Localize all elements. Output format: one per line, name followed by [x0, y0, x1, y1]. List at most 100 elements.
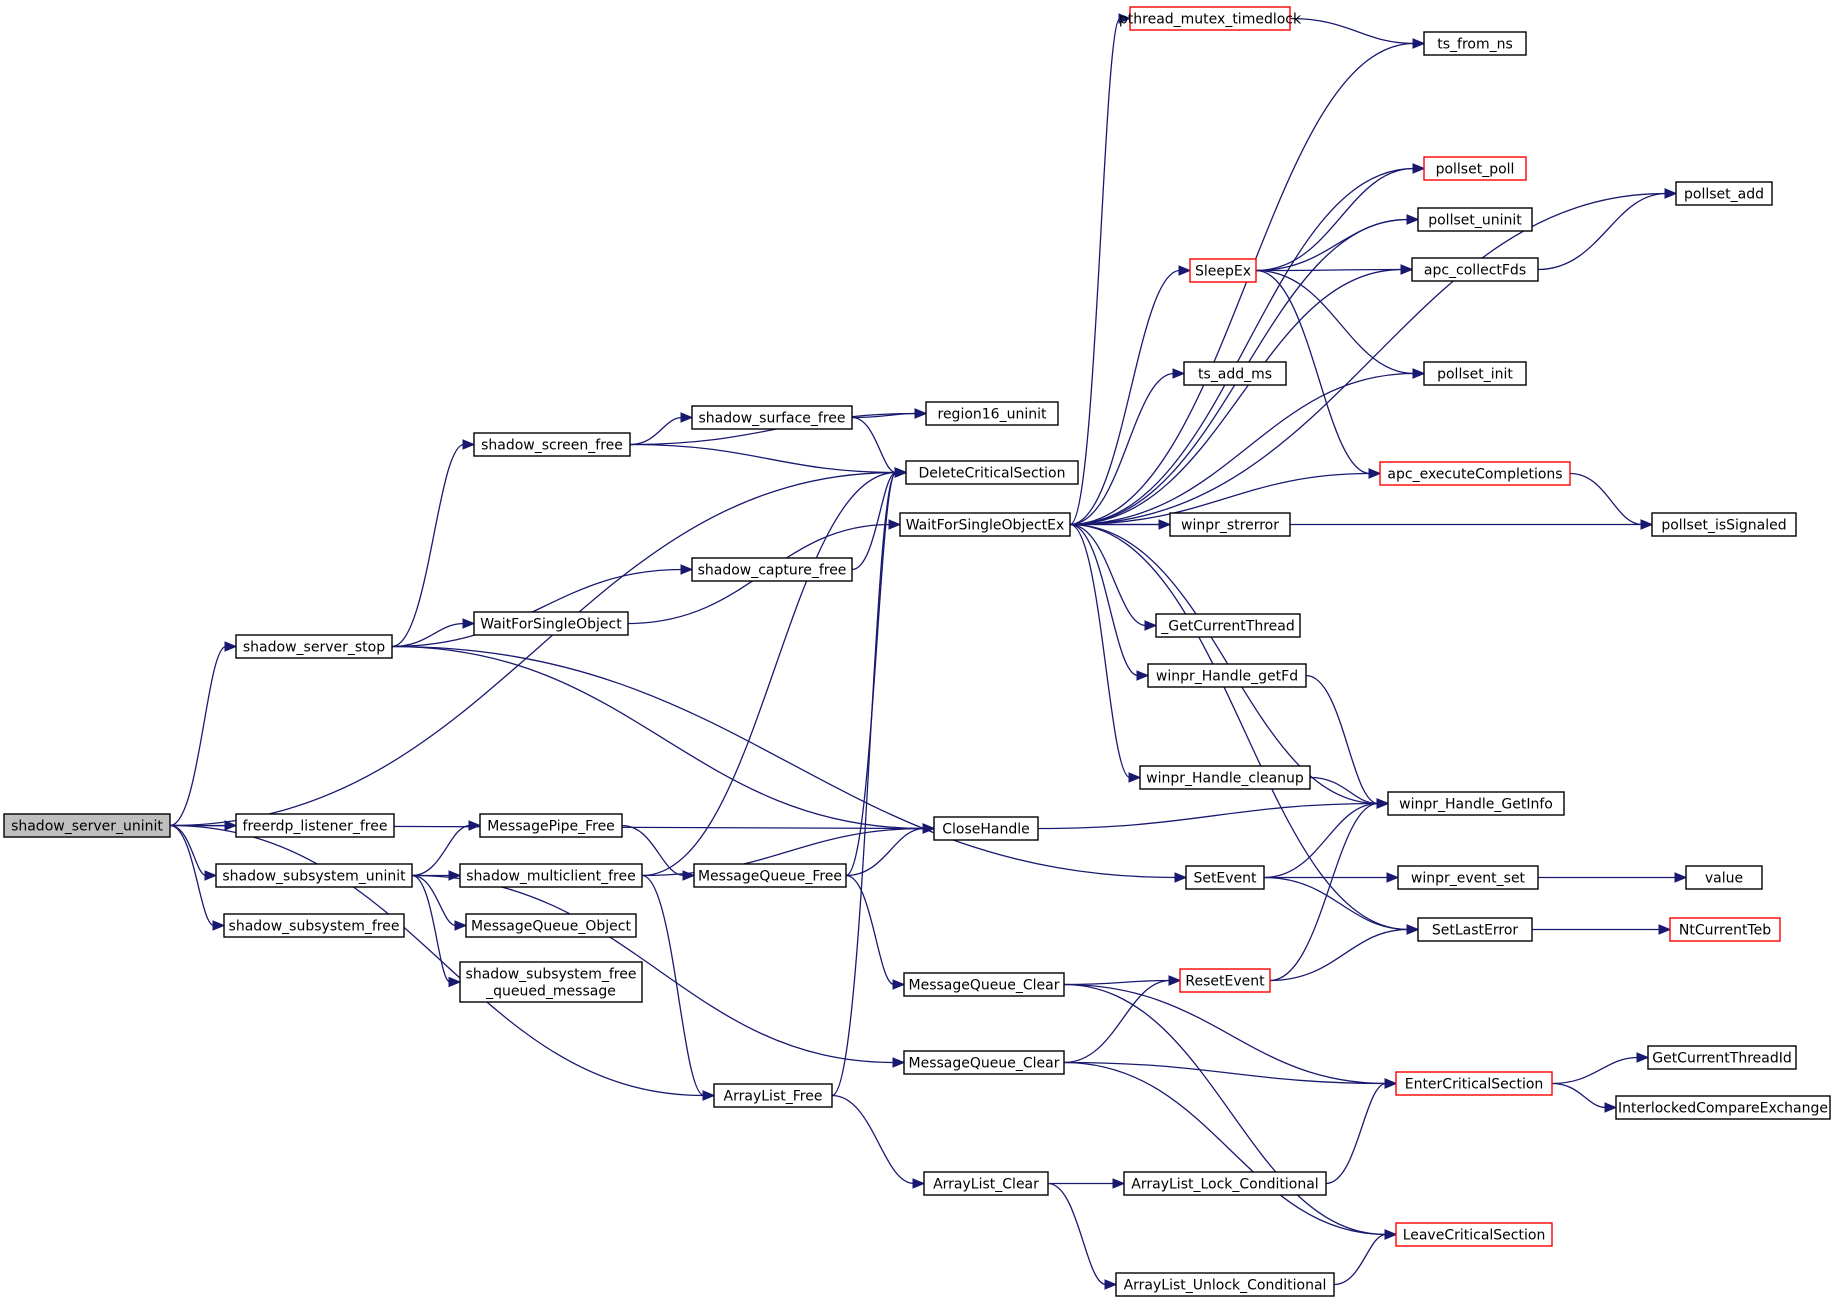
edge-shadow-server-stop-to-shadow-capture-free	[391, 564, 694, 648]
edge-shadow-capture-free-to-delete-critical-section	[851, 467, 908, 571]
edge-shadow-surface-free-to-delete-critical-section	[851, 416, 908, 478]
node-message-queue-clear-1[interactable]: MessageQueue_Clear	[903, 972, 1065, 997]
node-label: shadow_multiclient_free	[466, 869, 635, 885]
edge-pthread-mutex-timedlock-to-ts-from-ns	[1289, 17, 1426, 49]
node-freerdp-listener-free[interactable]: freerdp_listener_free	[235, 813, 395, 838]
node-label: pollset_add	[1684, 187, 1764, 203]
node-array-list-lock-conditional[interactable]: ArrayList_Lock_Conditional	[1123, 1171, 1327, 1196]
edge-wait-for-single-object-ex-to-winpr-handle-cleanup	[1069, 523, 1142, 783]
node-ts-from-ns[interactable]: ts_from_ns	[1423, 31, 1527, 56]
node-message-queue-clear-2[interactable]: MessageQueue_Clear	[903, 1050, 1065, 1075]
node-apc-collect-fds[interactable]: apc_collectFds	[1411, 257, 1539, 282]
node-shadow-screen-free[interactable]: shadow_screen_free	[473, 432, 631, 457]
node-pollset-init[interactable]: pollset_init	[1423, 361, 1527, 386]
node-label: shadow_subsystem_free_queued_message	[466, 967, 637, 1000]
edge-shadow-subsystem-uninit-to-message-pipe-free	[411, 820, 482, 877]
node-array-list-unlock-conditional[interactable]: ArrayList_Unlock_Conditional	[1115, 1272, 1335, 1297]
node-array-list-clear[interactable]: ArrayList_Clear	[923, 1171, 1049, 1196]
node-label: WaitForSingleObjectEx	[906, 518, 1065, 534]
node-label: EnterCriticalSection	[1405, 1077, 1544, 1093]
edge-shadow-server-stop-to-set-event	[391, 645, 1188, 883]
node-array-list-free[interactable]: ArrayList_Free	[713, 1083, 833, 1108]
edge-array-list-unlock-conditional-to-leave-critical-section	[1333, 1229, 1398, 1286]
edge-message-queue-clear-2-to-enter-critical-section	[1063, 1061, 1398, 1089]
edge-message-queue-clear-1-to-reset-event	[1063, 975, 1182, 986]
node-shadow-server-uninit[interactable]: shadow_server_uninit	[3, 813, 171, 838]
node-winpr-event-set[interactable]: winpr_event_set	[1397, 865, 1539, 890]
edge-shadow-surface-free-to-region16-uninit	[851, 408, 928, 419]
node-label: winpr_Handle_getFd	[1156, 669, 1298, 685]
edge-message-queue-clear-1-to-enter-critical-section	[1063, 983, 1398, 1089]
node-label: winpr_strerror	[1181, 518, 1279, 534]
edge-message-queue-clear-2-to-reset-event	[1063, 975, 1182, 1064]
node-shadow-subsystem-free[interactable]: shadow_subsystem_free	[223, 913, 405, 938]
node-pthread-mutex-timedlock[interactable]: pthread_mutex_timedlock	[1119, 6, 1302, 31]
node-label: ResetEvent	[1185, 974, 1265, 990]
node-leave-critical-section[interactable]: LeaveCriticalSection	[1395, 1222, 1553, 1247]
node-message-queue-object[interactable]: MessageQueue_Object	[465, 913, 637, 938]
edge-shadow-subsystem-uninit-to-message-queue-object	[411, 874, 468, 931]
node-winpr-handle-cleanup[interactable]: winpr_Handle_cleanup	[1139, 765, 1311, 790]
edge-shadow-server-stop-to-wait-for-single-object	[391, 618, 476, 648]
node-shadow-subsystem-free-queued-message[interactable]: shadow_subsystem_free_queued_message	[459, 961, 643, 1003]
node-label: shadow_server_uninit	[11, 819, 163, 835]
node-label: WaitForSingleObject	[480, 617, 622, 633]
node-get-current-thread[interactable]: _GetCurrentThread	[1155, 613, 1301, 638]
node-shadow-capture-free[interactable]: shadow_capture_free	[691, 557, 853, 582]
node-label: SleepEx	[1195, 264, 1251, 280]
edge-enter-critical-section-to-interlocked-compare-exchange	[1551, 1082, 1618, 1113]
node-label: pollset_isSignaled	[1661, 518, 1786, 534]
node-sleep-ex[interactable]: SleepEx	[1189, 258, 1257, 283]
node-winpr-strerror[interactable]: winpr_strerror	[1169, 512, 1291, 537]
node-label: ArrayList_Clear	[933, 1177, 1039, 1193]
node-pollset-add[interactable]: pollset_add	[1675, 181, 1773, 206]
node-message-pipe-free[interactable]: MessagePipe_Free	[479, 813, 623, 838]
node-winpr-handle-get-info[interactable]: winpr_Handle_GetInfo	[1387, 791, 1565, 816]
edge-shadow-server-uninit-to-shadow-server-stop	[169, 641, 238, 827]
node-wait-for-single-object[interactable]: WaitForSingleObject	[473, 611, 629, 636]
node-close-handle[interactable]: CloseHandle	[933, 816, 1039, 841]
node-ts-add-ms[interactable]: ts_add_ms	[1183, 361, 1287, 386]
edge-sleep-ex-to-pollset-init	[1255, 269, 1426, 379]
node-shadow-multiclient-free[interactable]: shadow_multiclient_free	[459, 863, 643, 888]
node-delete-critical-section[interactable]: DeleteCriticalSection	[905, 460, 1079, 485]
edge-reset-event-to-set-last-error	[1269, 924, 1420, 982]
node-shadow-surface-free[interactable]: shadow_surface_free	[691, 405, 853, 430]
node-message-queue-free[interactable]: MessageQueue_Free	[693, 863, 847, 888]
edge-shadow-server-stop-to-shadow-screen-free	[391, 439, 476, 648]
node-region16-uninit[interactable]: region16_uninit	[925, 401, 1059, 426]
node-label: region16_uninit	[938, 407, 1047, 423]
edge-wait-for-single-object-ex-to-get-current-thread	[1069, 523, 1158, 631]
edge-sleep-ex-to-apc-execute-completions	[1255, 269, 1382, 479]
node-label: winpr_Handle_GetInfo	[1399, 797, 1553, 813]
node-get-current-thread-id[interactable]: GetCurrentThreadId	[1647, 1045, 1797, 1070]
node-pollset-uninit[interactable]: pollset_uninit	[1417, 207, 1533, 232]
node-label: pthread_mutex_timedlock	[1119, 12, 1302, 28]
node-set-last-error[interactable]: SetLastError	[1417, 917, 1533, 942]
node-label: apc_executeCompletions	[1387, 467, 1562, 483]
node-shadow-subsystem-uninit[interactable]: shadow_subsystem_uninit	[215, 863, 413, 888]
node-reset-event[interactable]: ResetEvent	[1179, 968, 1271, 993]
node-shadow-server-stop[interactable]: shadow_server_stop	[235, 634, 393, 659]
node-winpr-handle-get-fd[interactable]: winpr_Handle_getFd	[1147, 663, 1307, 688]
edge-apc-execute-completions-to-pollset-is-signaled	[1569, 472, 1654, 530]
node-pollset-poll[interactable]: pollset_poll	[1423, 156, 1527, 181]
edge-wait-for-single-object-ex-to-sleep-ex	[1069, 265, 1192, 526]
node-value[interactable]: value	[1685, 865, 1763, 890]
edge-shadow-server-uninit-to-shadow-subsystem-uninit	[169, 824, 218, 881]
edge-array-list-clear-to-array-list-lock-conditional	[1047, 1178, 1126, 1189]
node-pollset-is-signaled[interactable]: pollset_isSignaled	[1651, 512, 1797, 537]
node-label: DeleteCriticalSection	[919, 466, 1066, 482]
node-interlocked-compare-exchange[interactable]: InterlockedCompareExchange	[1615, 1095, 1831, 1120]
function-nodes: shadow_server_uninit shadow_server_stopfr…	[3, 6, 1831, 1297]
node-wait-for-single-object-ex[interactable]: WaitForSingleObjectEx	[899, 512, 1071, 537]
edge-shadow-subsystem-uninit-to-shadow-subsystem-free-queued-message	[411, 874, 462, 988]
edge-shadow-screen-free-to-shadow-surface-free	[629, 412, 694, 446]
node-nt-current-teb[interactable]: NtCurrentTeb	[1669, 917, 1781, 942]
node-enter-critical-section[interactable]: EnterCriticalSection	[1395, 1071, 1553, 1096]
node-label: ArrayList_Lock_Conditional	[1131, 1177, 1318, 1193]
node-label: MessageQueue_Clear	[909, 978, 1060, 994]
node-set-event[interactable]: SetEvent	[1185, 865, 1265, 890]
node-apc-execute-completions[interactable]: apc_executeCompletions	[1379, 461, 1571, 486]
